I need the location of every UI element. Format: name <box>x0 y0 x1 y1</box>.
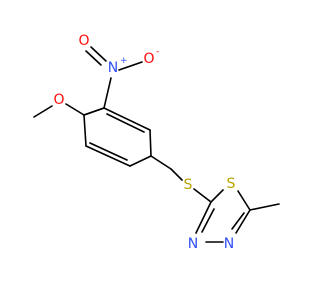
bond <box>149 129 152 157</box>
atom-labels: O N + O - O S S N N <box>53 33 235 252</box>
atom-o-nitro-single: O <box>143 51 154 67</box>
bond <box>65 103 85 116</box>
thiadiazole-ring <box>195 189 280 243</box>
atom-n-nitro: N <box>108 60 118 76</box>
bond <box>237 190 251 211</box>
aromatic-bond-inner <box>89 142 128 161</box>
charge-plus: + <box>120 56 128 66</box>
bond <box>103 107 151 131</box>
bond <box>170 168 183 181</box>
atom-s-ring: S <box>227 176 236 192</box>
methylene-linker <box>150 155 212 203</box>
methoxy-group <box>33 103 85 118</box>
bond <box>210 189 224 203</box>
bond <box>235 209 251 234</box>
double-bond <box>231 212 245 230</box>
aromatic-bond-inner <box>106 113 145 133</box>
bond <box>83 107 105 116</box>
atom-n-ring-2: N <box>188 236 198 252</box>
bond <box>83 114 87 147</box>
bond <box>85 145 131 167</box>
nitro-group <box>85 46 143 109</box>
charge-minus: - <box>156 47 159 57</box>
double-bond <box>90 46 107 62</box>
bond <box>195 201 212 234</box>
bond <box>103 77 112 109</box>
structure-drawing: O N + O - O S S N N <box>33 33 280 252</box>
bond <box>150 155 172 170</box>
methyl-bond <box>249 203 280 211</box>
atom-o-methoxy: O <box>53 92 64 108</box>
molecule-diagram: O N + O - O S S N N <box>33 33 280 252</box>
bond <box>193 188 212 203</box>
atom-n-ring-1: N <box>224 236 234 252</box>
bond <box>129 155 152 167</box>
atom-o-nitro-double: O <box>78 33 89 49</box>
double-bond <box>85 50 102 66</box>
bond <box>33 105 53 118</box>
benzene-ring <box>83 107 152 167</box>
bond <box>118 61 143 71</box>
atom-s-thioether: S <box>184 177 193 193</box>
double-bond <box>201 208 215 233</box>
